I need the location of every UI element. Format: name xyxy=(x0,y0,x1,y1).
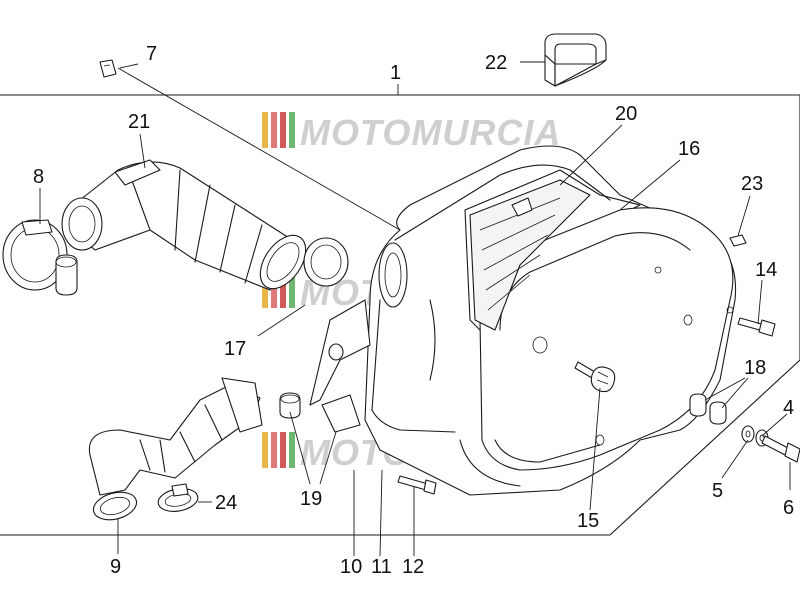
callout-4: 4 xyxy=(783,397,794,419)
watermark-top: MOTOMURCIA xyxy=(262,112,561,153)
part-6-bolt xyxy=(761,435,800,463)
callout-20: 20 xyxy=(615,103,637,125)
callout-7: 7 xyxy=(146,43,157,65)
watermark-text: MOTOMURCIA xyxy=(300,112,561,153)
part-9-lower-hose xyxy=(88,377,263,521)
callout-6: 6 xyxy=(783,497,794,519)
callout-15: 15 xyxy=(577,510,599,532)
callout-22: 22 xyxy=(485,52,507,74)
part-8-clamp xyxy=(2,219,78,296)
part-15-knob-screw xyxy=(574,361,616,393)
callout-12: 12 xyxy=(402,556,424,578)
part-14-screw xyxy=(737,317,776,337)
part-19-grommet xyxy=(279,392,301,419)
part-1-airbox xyxy=(309,145,737,496)
callout-17: 17 xyxy=(224,338,246,360)
callout-21: 21 xyxy=(128,111,150,133)
part-5-washer xyxy=(741,425,755,443)
callout-19: 19 xyxy=(300,488,322,510)
callout-labels: 1 4 5 6 7 8 9 10 11 12 14 15 16 17 18 19… xyxy=(33,43,794,578)
callout-18: 18 xyxy=(744,357,766,379)
callout-16: 16 xyxy=(678,138,700,160)
part-7-clip xyxy=(99,59,117,78)
part-17-clamp-ring xyxy=(303,237,349,287)
part-23-pin xyxy=(729,234,747,247)
callout-23: 23 xyxy=(741,173,763,195)
part-20-filter-element xyxy=(469,179,591,331)
callout-10: 10 xyxy=(340,556,362,578)
callout-5: 5 xyxy=(712,480,723,502)
callout-24: 24 xyxy=(215,492,237,514)
part-21-intake-hose xyxy=(61,159,307,291)
part-22-strap xyxy=(544,33,607,87)
callout-14: 14 xyxy=(755,259,777,281)
callout-11: 11 xyxy=(371,556,392,578)
part-24-hose-clamp xyxy=(157,483,199,512)
callout-1: 1 xyxy=(390,62,401,84)
assembly-frame xyxy=(0,94,800,536)
part-12-bolt xyxy=(397,475,437,495)
callout-8: 8 xyxy=(33,166,44,188)
leader-lines xyxy=(39,61,791,557)
callout-9: 9 xyxy=(110,556,121,578)
